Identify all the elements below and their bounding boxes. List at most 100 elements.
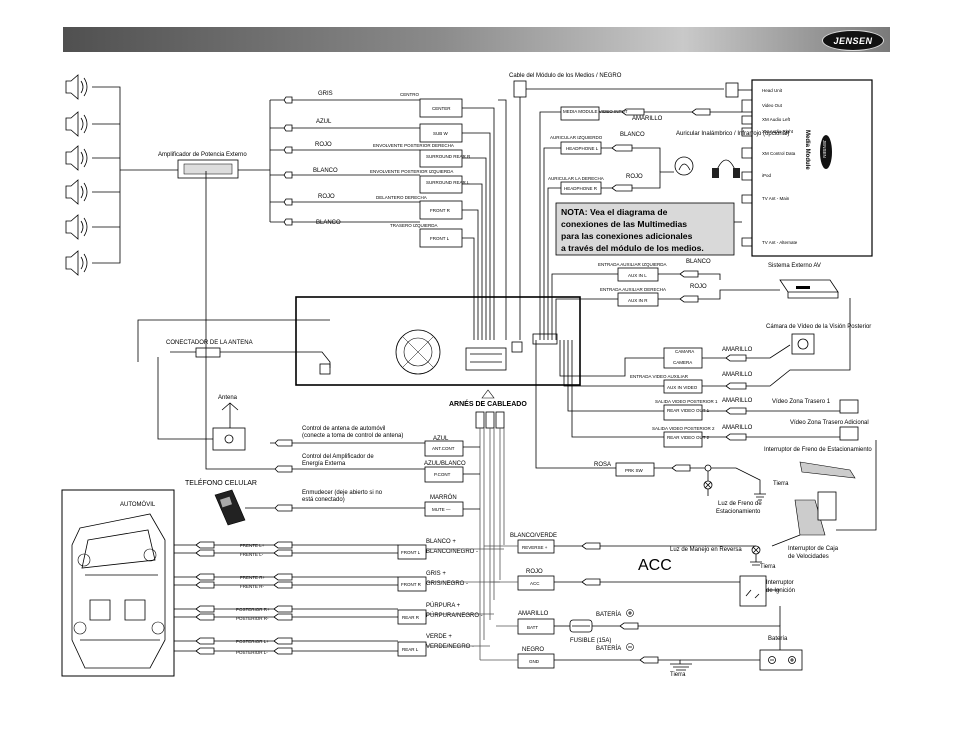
speaker-out-front-r: FRENTE R+ FRENTE R- GRIS + GRIS/NEGRO - … xyxy=(174,571,500,592)
svg-text:Video Out: Video Out xyxy=(762,103,783,108)
svg-text:ROJO: ROJO xyxy=(690,284,707,290)
svg-text:POSTERIOR R-: POSTERIOR R- xyxy=(236,616,269,621)
speaker-icon xyxy=(65,74,88,100)
svg-text:FUSIBLE (15A): FUSIBLE (15A) xyxy=(570,638,611,644)
speaker-icons xyxy=(65,74,88,276)
camera-row: Cámara de Vídeo de la Visión Posterior C… xyxy=(559,324,871,377)
mute-row: Enmudecer (deje abierto si no está conec… xyxy=(245,490,480,517)
speaker-bundle-2 xyxy=(498,99,507,340)
amp-label: Amplificador de Potencia Externo xyxy=(158,152,247,158)
svg-text:BATERÍA: BATERÍA xyxy=(596,611,621,618)
svg-text:FRONT R: FRONT R xyxy=(401,582,422,587)
media-cable-label: Cable del Módulo de los Medios / NEGRO xyxy=(509,73,622,79)
svg-text:MEDIA MODULE VIDEO INPUT: MEDIA MODULE VIDEO INPUT xyxy=(563,109,628,114)
svg-text:BLANCO: BLANCO xyxy=(316,220,341,226)
svg-text:MARRÓN: MARRÓN xyxy=(430,494,457,501)
rear-video-2-row: SALIDA VIDEO POSTERIOR 2 REAR VIDEO OUT … xyxy=(571,340,869,448)
svg-text:SALIDA VIDEO POSTERIOR 2: SALIDA VIDEO POSTERIOR 2 xyxy=(652,426,715,431)
svg-text:Control del Amplificador de: Control del Amplificador de xyxy=(302,454,374,460)
wireless-headphone-label: Auricular Inalámbrico / Infrarrojo (opci… xyxy=(676,131,789,137)
svg-text:CENTRO: CENTRO xyxy=(400,92,419,97)
harness: ARNÉS DE CABLEADO xyxy=(449,389,527,660)
svg-text:Enmudecer (deje abierto si no: Enmudecer (deje abierto si no xyxy=(302,490,383,496)
media-module-logo: JENSEN xyxy=(822,140,827,158)
svg-text:AZUL/BLANCO: AZUL/BLANCO xyxy=(424,461,466,467)
harness-label: ARNÉS DE CABLEADO xyxy=(449,399,527,408)
speaker-icon xyxy=(65,214,88,240)
svg-text:BLANCO/VERDE: BLANCO/VERDE xyxy=(510,533,557,539)
svg-text:AMARILLO: AMARILLO xyxy=(722,347,753,353)
svg-text:BLANCO: BLANCO xyxy=(686,259,711,265)
reverse-row: BLANCO/VERDE REVERSE + Luz de Manejo en … xyxy=(484,440,877,570)
svg-text:BATERÍA: BATERÍA xyxy=(596,645,621,652)
speaker-row-center: GRIS CENTRO CENTER xyxy=(270,91,463,118)
svg-text:NEGRO: NEGRO xyxy=(522,647,544,653)
speaker-row-surround-r: ROJO ENVOLVENTE POSTERIOR DERECHA SURROU… xyxy=(270,142,471,168)
svg-text:ROJO: ROJO xyxy=(315,142,332,148)
speaker-out-rear-l: POSTERIOR L+ POSTERIOR L- VERDE + VERDE/… xyxy=(174,634,490,657)
svg-text:BLANCO: BLANCO xyxy=(620,132,645,138)
svg-text:PÚRPURA +: PÚRPURA + xyxy=(426,602,461,609)
svg-text:AMARILLO: AMARILLO xyxy=(722,372,753,378)
head-unit xyxy=(295,296,581,386)
svg-text:CAMARA: CAMARA xyxy=(675,349,694,354)
svg-text:VERDE +: VERDE + xyxy=(426,634,452,640)
svg-text:de Ignición: de Ignición xyxy=(766,588,795,594)
svg-text:TRASERO IZQUIERDA: TRASERO IZQUIERDA xyxy=(390,223,438,228)
speaker-bundle xyxy=(462,107,495,340)
batt-row: AMARILLO BATT FUSIBLE (15A) BATERÍA xyxy=(496,606,781,650)
svg-text:AUX IN VIDEO: AUX IN VIDEO xyxy=(667,385,698,390)
media-module-title: Media Module xyxy=(804,130,810,170)
svg-text:FRENTE L+: FRENTE L+ xyxy=(240,543,265,548)
svg-text:POSTERIOR L-: POSTERIOR L- xyxy=(236,650,268,655)
svg-text:TV Ant - Alternate: TV Ant - Alternate xyxy=(762,240,798,245)
aux-in-left: ENTRADA AUXILIAR IZQUIERDA AUX IN L BLAN… xyxy=(551,259,721,340)
svg-text:Luz de Manejo en Reversa: Luz de Manejo en Reversa xyxy=(670,547,742,553)
media-cable xyxy=(513,80,752,340)
svg-text:AZUL: AZUL xyxy=(316,119,332,125)
svg-text:P.CONT: P.CONT xyxy=(434,472,451,477)
jensen-logo: JENSEN xyxy=(822,30,884,51)
headphone-right-row: AURICULAR LA DERECHA HEADPHONE R ROJO xyxy=(547,171,674,340)
amplifier: Amplificador de Potencia Externo xyxy=(158,152,247,179)
svg-text:Tierra: Tierra xyxy=(773,481,789,487)
svg-text:ENVOLVENTE POSTERIOR IZQUIERDA: ENVOLVENTE POSTERIOR IZQUIERDA xyxy=(370,169,453,174)
svg-text:AMARILLO: AMARILLO xyxy=(518,611,549,617)
media-module: Media Module JENSEN Head Unit Video Out … xyxy=(741,79,873,257)
svg-text:TV Ant - Main: TV Ant - Main xyxy=(762,196,790,201)
svg-text:ROJO: ROJO xyxy=(626,174,643,180)
svg-text:Cámara de Vídeo de la Visión P: Cámara de Vídeo de la Visión Posterior xyxy=(766,324,871,330)
svg-text:Vídeo Zona Trasero Adicional: Vídeo Zona Trasero Adicional xyxy=(790,420,869,426)
svg-text:SURROUND REAR R: SURROUND REAR R xyxy=(426,154,471,159)
svg-text:Antena: Antena xyxy=(218,395,238,401)
svg-text:MUTE —: MUTE — xyxy=(432,507,451,512)
svg-text:PRK SW: PRK SW xyxy=(625,468,644,473)
header-bar: JENSEN xyxy=(63,27,890,52)
svg-text:Vídeo Zona Trasero 1: Vídeo Zona Trasero 1 xyxy=(772,399,831,405)
svg-text:Luz de Freno de: Luz de Freno de xyxy=(718,501,762,507)
svg-text:(conecte a toma de control de: (conecte a toma de control de antena) xyxy=(302,433,403,439)
antenna-connector: CONECTADOR DE LA ANTENA xyxy=(166,340,331,368)
svg-text:REAR R: REAR R xyxy=(402,615,420,620)
svg-text:REVERSE +: REVERSE + xyxy=(522,545,548,550)
antenna-frame xyxy=(137,319,330,362)
svg-text:CENTER: CENTER xyxy=(432,106,451,111)
svg-text:REAR L: REAR L xyxy=(402,647,419,652)
svg-text:Sistema Externo AV: Sistema Externo AV xyxy=(768,263,821,269)
svg-text:AUX IN R: AUX IN R xyxy=(628,298,648,303)
gnd-row: NEGRO GND Tierra BATERÍA xyxy=(480,643,760,678)
rear-video-1-row: SALIDA VIDEO POSTERIOR 1 REAR VIDEO OUT … xyxy=(567,340,859,421)
svg-text:conexiones de las Multimedias: conexiones de las Multimedias xyxy=(561,219,687,229)
svg-text:Head Unit: Head Unit xyxy=(762,88,783,93)
svg-text:AURICULAR LA DERECHA: AURICULAR LA DERECHA xyxy=(548,176,604,181)
svg-text:de Velocidades: de Velocidades xyxy=(788,554,829,560)
svg-text:DELANTERO DERECHA: DELANTERO DERECHA xyxy=(376,195,427,200)
svg-text:BLANCO/NEGRO -: BLANCO/NEGRO - xyxy=(426,549,478,555)
svg-text:a través del módulo de los med: a través del módulo de los medios. xyxy=(561,243,704,253)
svg-text:Interruptor de Freno de Estaci: Interruptor de Freno de Estacionamiento xyxy=(764,447,872,453)
parking-brake-row: ROSA PRK SW Interruptor de Freno de Esta… xyxy=(535,340,872,515)
svg-text:BLANCO: BLANCO xyxy=(313,168,338,174)
svg-text:FRENTE R-: FRENTE R- xyxy=(240,584,265,589)
svg-text:CONECTADOR DE LA ANTENA: CONECTADOR DE LA ANTENA xyxy=(166,340,253,346)
